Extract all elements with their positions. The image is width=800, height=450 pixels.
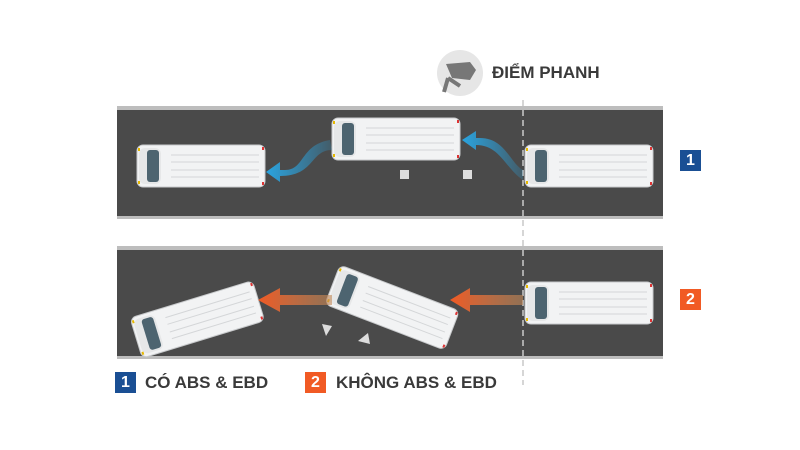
legend-label-1: CÓ ABS & EBD xyxy=(145,373,269,392)
debris xyxy=(358,333,370,344)
legend-label-2: KHÔNG ABS & EBD xyxy=(336,373,497,392)
debris xyxy=(322,324,332,336)
arrow-orange xyxy=(258,288,332,312)
brake-point-label: ĐIỂM PHANH xyxy=(492,63,600,82)
arrow-blue xyxy=(266,140,332,182)
legend-badge-1: 1 xyxy=(115,372,136,393)
van xyxy=(136,144,266,188)
legend-badge-2: 2 xyxy=(305,372,326,393)
debris xyxy=(400,170,409,179)
debris xyxy=(463,170,472,179)
scenario-badge-2: 2 xyxy=(680,289,701,310)
brake-pedal-icon xyxy=(437,50,483,96)
arrow-orange xyxy=(450,288,523,312)
van xyxy=(524,144,654,188)
van xyxy=(524,281,654,325)
arrow-blue xyxy=(462,131,523,180)
scenario-badge-1: 1 xyxy=(680,150,701,171)
van xyxy=(331,117,461,161)
